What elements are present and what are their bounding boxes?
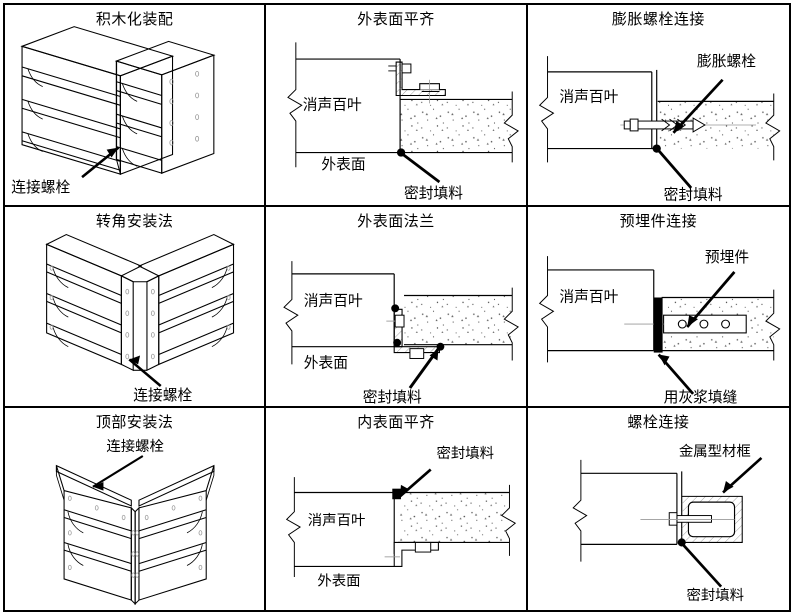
cell-title: 预埋件连接 bbox=[619, 211, 698, 230]
diagram-outer-surface-flange: 消声百叶 外表面 密封填料 bbox=[283, 260, 520, 405]
label-silencing-louver: 消声百叶 bbox=[303, 95, 362, 113]
label-connection-bolt: 连接螺栓 bbox=[11, 179, 70, 196]
cell-title: 外表面平齐 bbox=[357, 10, 435, 28]
label-outer-surface: 外表面 bbox=[304, 354, 348, 371]
cell-title: 外表面法兰 bbox=[357, 211, 435, 230]
diagram-expansion-bolt-connection: 膨胀螺栓 消声百叶 密封填料 bbox=[538, 53, 781, 204]
drawing-cell-corner-installation: 转角安装法 bbox=[5, 206, 267, 409]
label-silencing-louver: 消声百叶 bbox=[304, 291, 363, 309]
drawing-cell-top-installation: 顶部安装法 连接螺栓 bbox=[5, 408, 267, 610]
label-mortar-joint-filling: 用灰浆填缝 bbox=[663, 387, 737, 405]
drawing-grid: 积木化装配 bbox=[3, 3, 791, 612]
diagram-corner-installation: 连接螺栓 bbox=[45, 233, 235, 403]
diagram-outer-surface-flush: 消声百叶 外表面 密封填料 bbox=[287, 42, 520, 202]
label-sealant-filler: 密封填料 bbox=[363, 388, 422, 405]
diagram-top-installation: 连接螺栓 bbox=[55, 439, 215, 606]
label-silencing-louver: 消声百叶 bbox=[308, 511, 366, 529]
cell-title: 内表面平齐 bbox=[357, 413, 435, 432]
label-sealant-filler: 密封填料 bbox=[437, 445, 495, 462]
label-sealant-filler: 密封填料 bbox=[404, 185, 463, 202]
drawing-cell-outer-surface-flange: 外表面法兰 bbox=[266, 206, 528, 409]
label-sealant-filler: 密封填料 bbox=[686, 587, 744, 604]
label-expansion-bolt: 膨胀螺栓 bbox=[697, 53, 756, 70]
drawing-cell-outer-surface-flush: 外表面平齐 bbox=[266, 5, 528, 207]
diagram-inner-surface-flush: 密封填料 消声百叶 外表面 bbox=[286, 445, 517, 590]
label-connection-bolt: 连接螺栓 bbox=[106, 439, 164, 456]
cell-title: 膨胀螺栓连接 bbox=[611, 10, 705, 28]
drawing-cell-inner-surface-flush: 内表面平齐 bbox=[266, 408, 528, 610]
cell-title: 顶部安装法 bbox=[95, 413, 174, 432]
label-sealant-filler: 密封填料 bbox=[663, 187, 722, 204]
cell-title: 积木化装配 bbox=[95, 10, 174, 28]
label-outer-surface: 外表面 bbox=[318, 573, 361, 590]
label-outer-surface: 外表面 bbox=[322, 156, 366, 173]
cell-title: 转角安装法 bbox=[95, 211, 174, 230]
label-metal-profile-frame: 金属型材框 bbox=[678, 443, 750, 460]
drawing-cell-expansion-bolt-connection: 膨胀螺栓连接 bbox=[527, 5, 789, 207]
drawing-cell-modular-assembly: 积木化装配 bbox=[5, 5, 267, 207]
drawing-cell-embedded-part-connection: 预埋件连接 bbox=[527, 206, 789, 409]
label-embedded-part: 预埋件 bbox=[705, 249, 750, 266]
label-connection-bolt: 连接螺栓 bbox=[133, 386, 192, 403]
diagram-modular-assembly: 连接螺栓 bbox=[11, 26, 216, 196]
diagram-bolt-connection: 金属型材框 密封填料 bbox=[572, 443, 762, 604]
label-silencing-louver: 消声百叶 bbox=[559, 87, 618, 105]
label-silencing-louver: 消声百叶 bbox=[559, 287, 618, 305]
diagram-embedded-part-connection: 预埋件 消声百叶 用灰浆填缝 bbox=[538, 249, 781, 405]
drawing-cell-bolt-connection: 螺栓连接 bbox=[527, 408, 789, 610]
cell-title: 螺栓连接 bbox=[627, 413, 690, 432]
